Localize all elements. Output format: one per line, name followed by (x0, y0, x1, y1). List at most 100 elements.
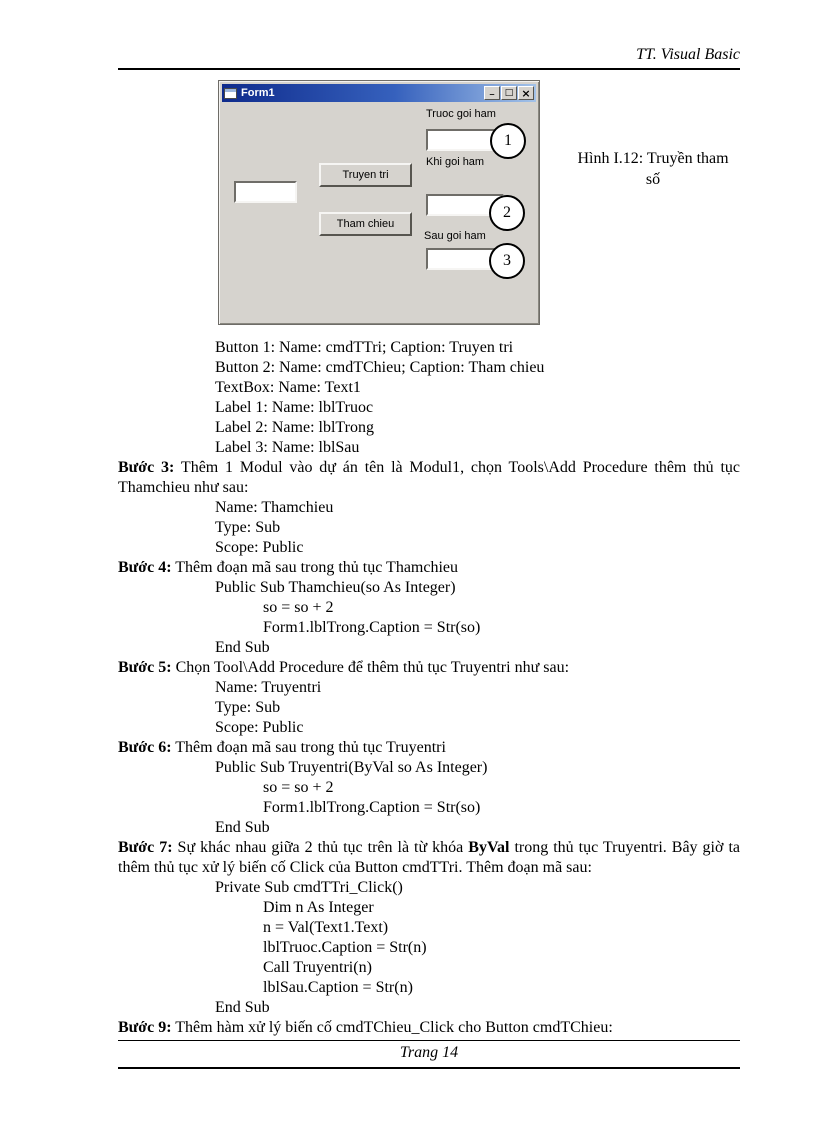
body-line-bold-text: Bước 6: (118, 739, 172, 756)
body-line-text: lblTruoc.Caption = Str(n) (263, 939, 427, 956)
body-line-bold-text: Bước 7: (118, 839, 173, 856)
callout-3: 3 (489, 243, 525, 279)
truyen-tri-button[interactable]: Truyen tri (319, 163, 412, 187)
body-line-text: Name: Thamchieu (215, 499, 334, 516)
titlebar[interactable]: Form1 _ □ × (222, 84, 536, 102)
body-line: Dim n As Integer (118, 898, 740, 918)
maximize-icon: □ (504, 88, 514, 98)
textbox-text1[interactable] (234, 181, 297, 203)
body-line: Button 1: Name: cmdTTri; Caption: Truyen… (118, 338, 740, 358)
body-line: Bước 3: Thêm 1 Modul vào dự án tên là Mo… (118, 458, 740, 498)
body-line-text: Public Sub Thamchieu(so As Integer) (215, 579, 456, 596)
body-line: Scope: Public (118, 538, 740, 558)
body-line: Label 3: Name: lblSau (118, 438, 740, 458)
body-line: Type: Sub (118, 518, 740, 538)
body-line: Name: Truyentri (118, 678, 740, 698)
body-line: so = so + 2 (118, 598, 740, 618)
body-line-text: Label 3: Name: lblSau (215, 439, 360, 456)
body-line: Type: Sub (118, 698, 740, 718)
body-line-text: so = so + 2 (263, 599, 334, 616)
body-line: Name: Thamchieu (118, 498, 740, 518)
body-line-text: Thêm hàm xử lý biến cố cmdTChieu_Click c… (171, 1019, 613, 1036)
body-line-text: Scope: Public (215, 719, 304, 736)
form-client-area: Truoc goi ham 1 Truyen tri Khi goi ham 2… (222, 102, 536, 321)
body-line: Scope: Public (118, 718, 740, 738)
body-line-bold-text: Bước 3: (118, 459, 175, 476)
body-line-text: Form1.lblTrong.Caption = Str(so) (263, 799, 481, 816)
body-line-text: Call Truyentri(n) (263, 959, 372, 976)
body-line-text: TextBox: Name: Text1 (215, 379, 361, 396)
callout-1: 1 (490, 123, 526, 159)
body-line: Call Truyentri(n) (118, 958, 740, 978)
label-truoc-goi-ham: Truoc goi ham (426, 108, 496, 120)
body-line: End Sub (118, 638, 740, 658)
body-line-text: Name: Truyentri (215, 679, 322, 696)
minimize-icon: _ (489, 86, 495, 96)
body-line-text: Thêm đoạn mã sau trong thủ tục Thamchieu (171, 559, 459, 576)
body-line: so = so + 2 (118, 778, 740, 798)
body-line-text: Private Sub cmdTTri_Click() (215, 879, 403, 896)
body-line: lblTruoc.Caption = Str(n) (118, 938, 740, 958)
body-line-text: Scope: Public (215, 539, 304, 556)
body-line: End Sub (118, 818, 740, 838)
body-line-text: Label 1: Name: lblTruoc (215, 399, 374, 416)
body-line-text: End Sub (215, 819, 270, 836)
body-line-text: Button 2: Name: cmdTChieu; Caption: Tham… (215, 359, 545, 376)
body-line: Form1.lblTrong.Caption = Str(so) (118, 618, 740, 638)
body-line-text: lblSau.Caption = Str(n) (263, 979, 413, 996)
body-line-text: Button 1: Name: cmdTTri; Caption: Truyen… (215, 339, 514, 356)
body-line: Private Sub cmdTTri_Click() (118, 878, 740, 898)
figure-caption: Hình I.12: Truyền tham số (577, 150, 729, 188)
body-line: Bước 9: Thêm hàm xử lý biến cố cmdTChieu… (118, 1018, 740, 1038)
body-line: Bước 6: Thêm đoạn mã sau trong thủ tục T… (118, 738, 740, 758)
window-title: Form1 (241, 87, 275, 99)
close-icon: × (521, 86, 531, 100)
body-line-text: Thêm 1 Modul vào dự án tên là Modul1, ch… (118, 459, 741, 496)
body-line-text: so = so + 2 (263, 779, 334, 796)
body-line-bold-text: Bước 4: (118, 559, 172, 576)
maximize-button[interactable]: □ (501, 86, 517, 100)
body-line-bold-text: ByVal (468, 839, 510, 856)
body-line-text: Public Sub Truyentri(ByVal so As Integer… (215, 759, 488, 776)
body-line: Bước 5: Chọn Tool\Add Procedure để thêm … (118, 658, 740, 678)
body-line: Label 1: Name: lblTruoc (118, 398, 740, 418)
body-line-bold-text: Bước 5: (118, 659, 172, 676)
body-line-text: Thêm đoạn mã sau trong thủ tục Truyentri (171, 739, 446, 756)
body-line: Form1.lblTrong.Caption = Str(so) (118, 798, 740, 818)
body-line: Label 2: Name: lblTrong (118, 418, 740, 438)
body-line-text: Sự khác nhau giữa 2 thủ tục trên là từ k… (172, 839, 469, 856)
body-line: Public Sub Thamchieu(so As Integer) (118, 578, 740, 598)
label-sau-goi-ham: Sau goi ham (424, 230, 486, 242)
close-button[interactable]: × (518, 86, 534, 100)
window-controls: _ □ × (484, 86, 534, 100)
footer-rule-bottom (118, 1067, 740, 1069)
body-text: Button 1: Name: cmdTTri; Caption: Truyen… (118, 338, 740, 1038)
body-line-text: Type: Sub (215, 699, 281, 716)
body-line: Bước 7: Sự khác nhau giữa 2 thủ tục trên… (118, 838, 740, 878)
body-line-text: trong thủ tục Truyentri. Bây giờ ta thêm… (118, 839, 741, 876)
body-line: Button 2: Name: cmdTChieu; Caption: Tham… (118, 358, 740, 378)
body-line-bold-text: Bước 9: (118, 1019, 172, 1036)
page-header: TT. Visual Basic (636, 46, 740, 63)
body-line: Public Sub Truyentri(ByVal so As Integer… (118, 758, 740, 778)
body-line-text: n = Val(Text1.Text) (263, 919, 389, 936)
body-line-text: End Sub (215, 999, 270, 1016)
minimize-button[interactable]: _ (484, 86, 500, 100)
tham-chieu-button[interactable]: Tham chieu (319, 212, 412, 236)
body-line-text: Dim n As Integer (263, 899, 374, 916)
vb-form-window: Form1 _ □ × Truoc goi ham 1 Truyen tri K… (218, 80, 540, 325)
footer-rule-top (118, 1040, 740, 1041)
body-line-text: Form1.lblTrong.Caption = Str(so) (263, 619, 481, 636)
body-line-text: Chọn Tool\Add Procedure để thêm thủ tục … (171, 659, 570, 676)
page-number: Trang 14 (399, 1044, 459, 1061)
body-line-text: Label 2: Name: lblTrong (215, 419, 374, 436)
body-line: Bước 4: Thêm đoạn mã sau trong thủ tục T… (118, 558, 740, 578)
body-line: End Sub (118, 998, 740, 1018)
body-line: n = Val(Text1.Text) (118, 918, 740, 938)
body-line-text: Type: Sub (215, 519, 281, 536)
label-khi-goi-ham: Khi goi ham (426, 156, 485, 168)
callout-2: 2 (489, 195, 525, 231)
form-icon (224, 87, 237, 99)
body-line: TextBox: Name: Text1 (118, 378, 740, 398)
